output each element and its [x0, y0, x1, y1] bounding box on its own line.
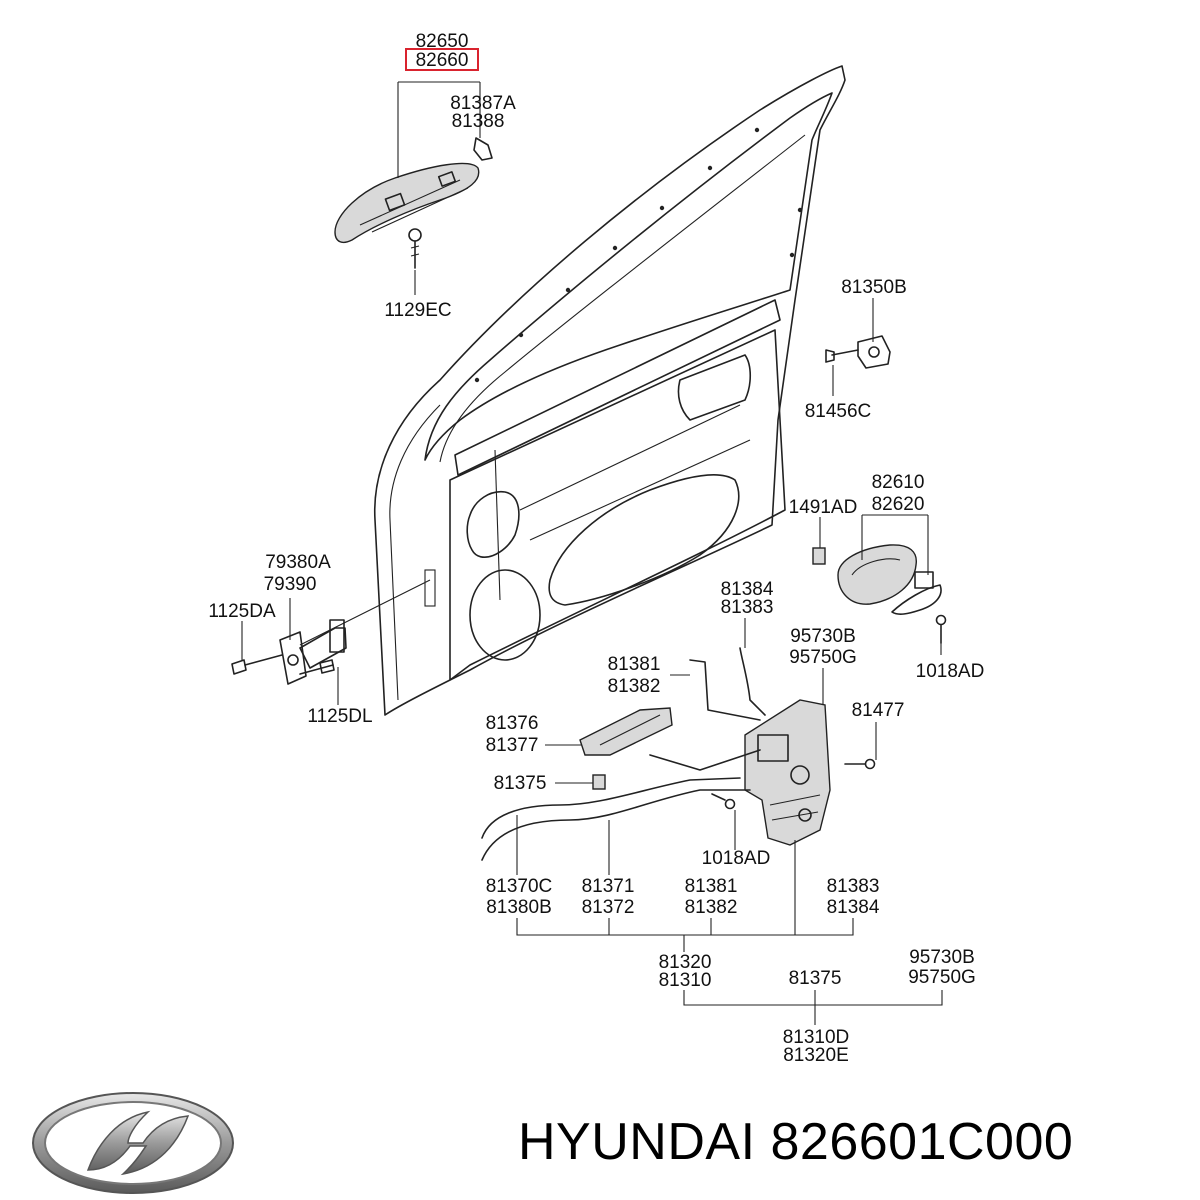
label-82650: 82650	[416, 31, 469, 52]
label-81384-assy: 81384	[827, 897, 880, 918]
label-81375-clip: 81375	[494, 773, 547, 794]
outside-door-handle	[334, 162, 480, 244]
label-81376: 81376	[486, 713, 539, 734]
latch-screw	[844, 758, 876, 770]
label-81382-assy: 81382	[685, 897, 738, 918]
label-81375-assy: 81375	[789, 968, 842, 989]
part-labels: 82650 82660 81387A 81388 1129EC 81350B 8…	[208, 31, 984, 1066]
label-79390: 79390	[264, 574, 317, 595]
label-82620: 82620	[872, 494, 925, 515]
inside-handle-screw	[935, 614, 947, 644]
label-81371: 81371	[582, 876, 635, 897]
label-1125dl: 1125DL	[307, 706, 372, 727]
hyundai-logo-icon	[32, 1092, 234, 1194]
label-81387a: 81387A	[450, 93, 516, 114]
label-81381-assy: 81381	[685, 876, 738, 897]
bracket-screw	[711, 793, 736, 810]
handle-bezel-clip	[812, 547, 826, 565]
door-parts-diagram: 82650 82660 81387A 81388 1129EC 81350B 8…	[208, 31, 984, 1066]
label-1018ad-inside-handle: 1018AD	[916, 661, 985, 682]
label-81320: 81320	[659, 952, 712, 973]
label-1491ad: 1491AD	[789, 497, 858, 518]
label-95750g-latch: 95750G	[789, 647, 857, 668]
door-striker	[825, 335, 891, 369]
label-82610: 82610	[872, 472, 925, 493]
label-81456c: 81456C	[805, 401, 872, 422]
latch-rods	[649, 647, 766, 771]
label-81310: 81310	[659, 970, 712, 991]
handle-clip	[473, 137, 493, 161]
label-81370c: 81370C	[486, 876, 553, 897]
label-81477: 81477	[852, 700, 905, 721]
label-81382-rod: 81382	[608, 676, 661, 697]
inside-door-handle	[837, 544, 942, 615]
label-1129ec: 1129EC	[384, 300, 451, 321]
label-79380a: 79380A	[265, 552, 331, 573]
rod-clip	[592, 774, 606, 790]
label-95730b-assy: 95730B	[909, 947, 975, 968]
label-81320e: 81320E	[783, 1045, 849, 1066]
part-number-caption: HYUNDAI 826601C000	[518, 1112, 1073, 1172]
label-81372: 81372	[582, 897, 635, 918]
door-check-link	[231, 579, 431, 685]
label-81388: 81388	[452, 111, 505, 132]
leader-lines	[241, 81, 943, 1025]
label-95750g-assy: 95750G	[908, 967, 976, 988]
label-1125da: 1125DA	[208, 601, 276, 622]
label-81310d: 81310D	[783, 1027, 850, 1048]
label-81381-rod: 81381	[608, 654, 661, 675]
brand-name: HYUNDAI	[518, 1113, 756, 1171]
label-82660: 82660	[416, 50, 469, 71]
label-81380b: 81380B	[486, 897, 552, 918]
label-81384-rod: 81384	[721, 579, 774, 600]
label-81350b: 81350B	[841, 277, 907, 298]
label-95730b-latch: 95730B	[790, 626, 856, 647]
frame-holes	[474, 127, 803, 383]
highlight-box	[405, 48, 479, 71]
label-81383-assy: 81383	[827, 876, 880, 897]
label-81377: 81377	[486, 735, 539, 756]
label-1018ad-bracket: 1018AD	[702, 848, 771, 869]
inside-handle-bracket	[579, 707, 673, 756]
door-frame	[373, 65, 846, 716]
handle-bolt	[408, 228, 422, 269]
door-latch-assembly	[744, 699, 831, 846]
part-number: 826601C000	[770, 1113, 1074, 1171]
lock-cables	[481, 777, 751, 861]
label-81383-rod: 81383	[721, 597, 774, 618]
